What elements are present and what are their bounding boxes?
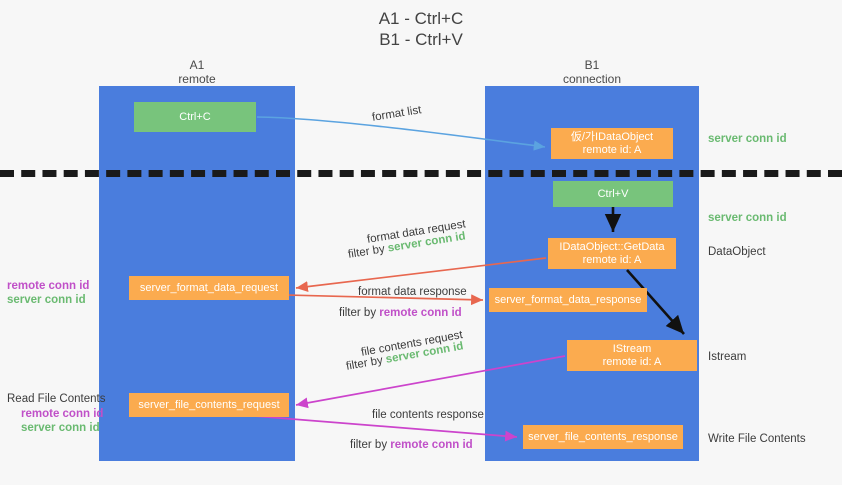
column-header-a1: A1 remote (99, 58, 295, 86)
column-header-a1-name: A1 (189, 58, 205, 72)
note-mid-server-conn-id: server conn id (7, 294, 86, 306)
node-server-format-data-response-label: server_format_data_response (494, 293, 642, 306)
column-header-a1-sub: remote (178, 72, 216, 86)
note-istream: Istream (708, 351, 747, 363)
note-mid-conn-ids: remote conn id server conn id (7, 279, 89, 307)
node-idataobject-getdata-remote-id: remote id: A (582, 253, 642, 266)
node-idataobject-getdata-label: IDataObject::GetData (559, 240, 665, 253)
node-server-file-contents-request[interactable]: server_file_contents_request (129, 393, 289, 417)
filter-prefix: filter by (339, 307, 380, 319)
node-istream[interactable]: IStream remote id: A (567, 340, 697, 371)
filter-prefix: filter by (345, 353, 387, 373)
filter-prefix: filter by (347, 242, 389, 261)
node-istream-remote-id: remote id: A (602, 355, 662, 368)
edge-label-format-list: format list (371, 103, 423, 126)
note-bottom-remote-conn-id: remote conn id (21, 408, 104, 420)
note-write-file-contents: Write File Contents (708, 433, 806, 445)
node-ctrl-v[interactable]: Ctrl+V (553, 181, 673, 207)
node-ctrl-v-label: Ctrl+V (597, 187, 629, 200)
edge-label-file-contents-response-text: file contents response (372, 409, 484, 421)
title-line-1: A1 - Ctrl+C (378, 9, 464, 28)
filter-value-remote-conn-id: remote conn id (390, 439, 473, 451)
note-read-file-contents: Read File Contents remote conn id server… (7, 392, 105, 435)
node-server-file-contents-request-label: server_file_contents_request (138, 398, 280, 411)
edge-label-file-contents-response-filter: filter by remote conn id (350, 438, 473, 453)
column-header-b1: B1 connection (485, 58, 699, 86)
note-bottom-server-conn-id: server conn id (21, 422, 100, 434)
edge-label-format-data-response: format data response (358, 285, 467, 300)
node-server-file-contents-response[interactable]: server_file_contents_response (523, 425, 683, 449)
filter-prefix: filter by (350, 439, 391, 451)
edge-label-file-contents-response: file contents response (372, 408, 484, 423)
node-server-format-data-request-label: server_format_data_request (139, 281, 279, 294)
filter-value-remote-conn-id: remote conn id (379, 307, 462, 319)
note-mid-remote-conn-id: remote conn id (7, 280, 90, 292)
node-server-format-data-request[interactable]: server_format_data_request (129, 276, 289, 300)
node-istream-label: IStream (612, 342, 652, 355)
note-data-object: DataObject (708, 246, 766, 258)
column-header-b1-name: B1 (584, 58, 600, 72)
node-idataobject-getdata[interactable]: IDataObject::GetData remote id: A (548, 238, 676, 269)
node-data-object[interactable]: 仮/가IDataObject remote id: A (551, 128, 673, 159)
node-ctrl-c-label: Ctrl+C (179, 110, 211, 123)
column-header-b1-sub: connection (562, 72, 622, 86)
note-read-file-contents-title: Read File Contents (7, 393, 106, 405)
title-line-2: B1 - Ctrl+V (379, 30, 463, 49)
phase-separator (0, 170, 842, 177)
note-server-conn-id-mid: server conn id (708, 212, 787, 224)
edge-label-format-data-response-filter: filter by remote conn id (339, 306, 462, 321)
node-ctrl-c[interactable]: Ctrl+C (134, 102, 256, 132)
node-data-object-remote-id: remote id: A (582, 143, 642, 156)
edge-label-format-list-text: format list (371, 104, 423, 124)
node-server-format-data-response[interactable]: server_format_data_response (489, 288, 647, 312)
edge-label-format-data-response-text: format data response (358, 286, 467, 298)
note-server-conn-id-top: server conn id (708, 133, 787, 145)
page-title: A1 - Ctrl+C B1 - Ctrl+V (0, 8, 842, 50)
node-server-file-contents-response-label: server_file_contents_response (528, 430, 678, 443)
node-data-object-label: 仮/가IDataObject (570, 130, 654, 143)
